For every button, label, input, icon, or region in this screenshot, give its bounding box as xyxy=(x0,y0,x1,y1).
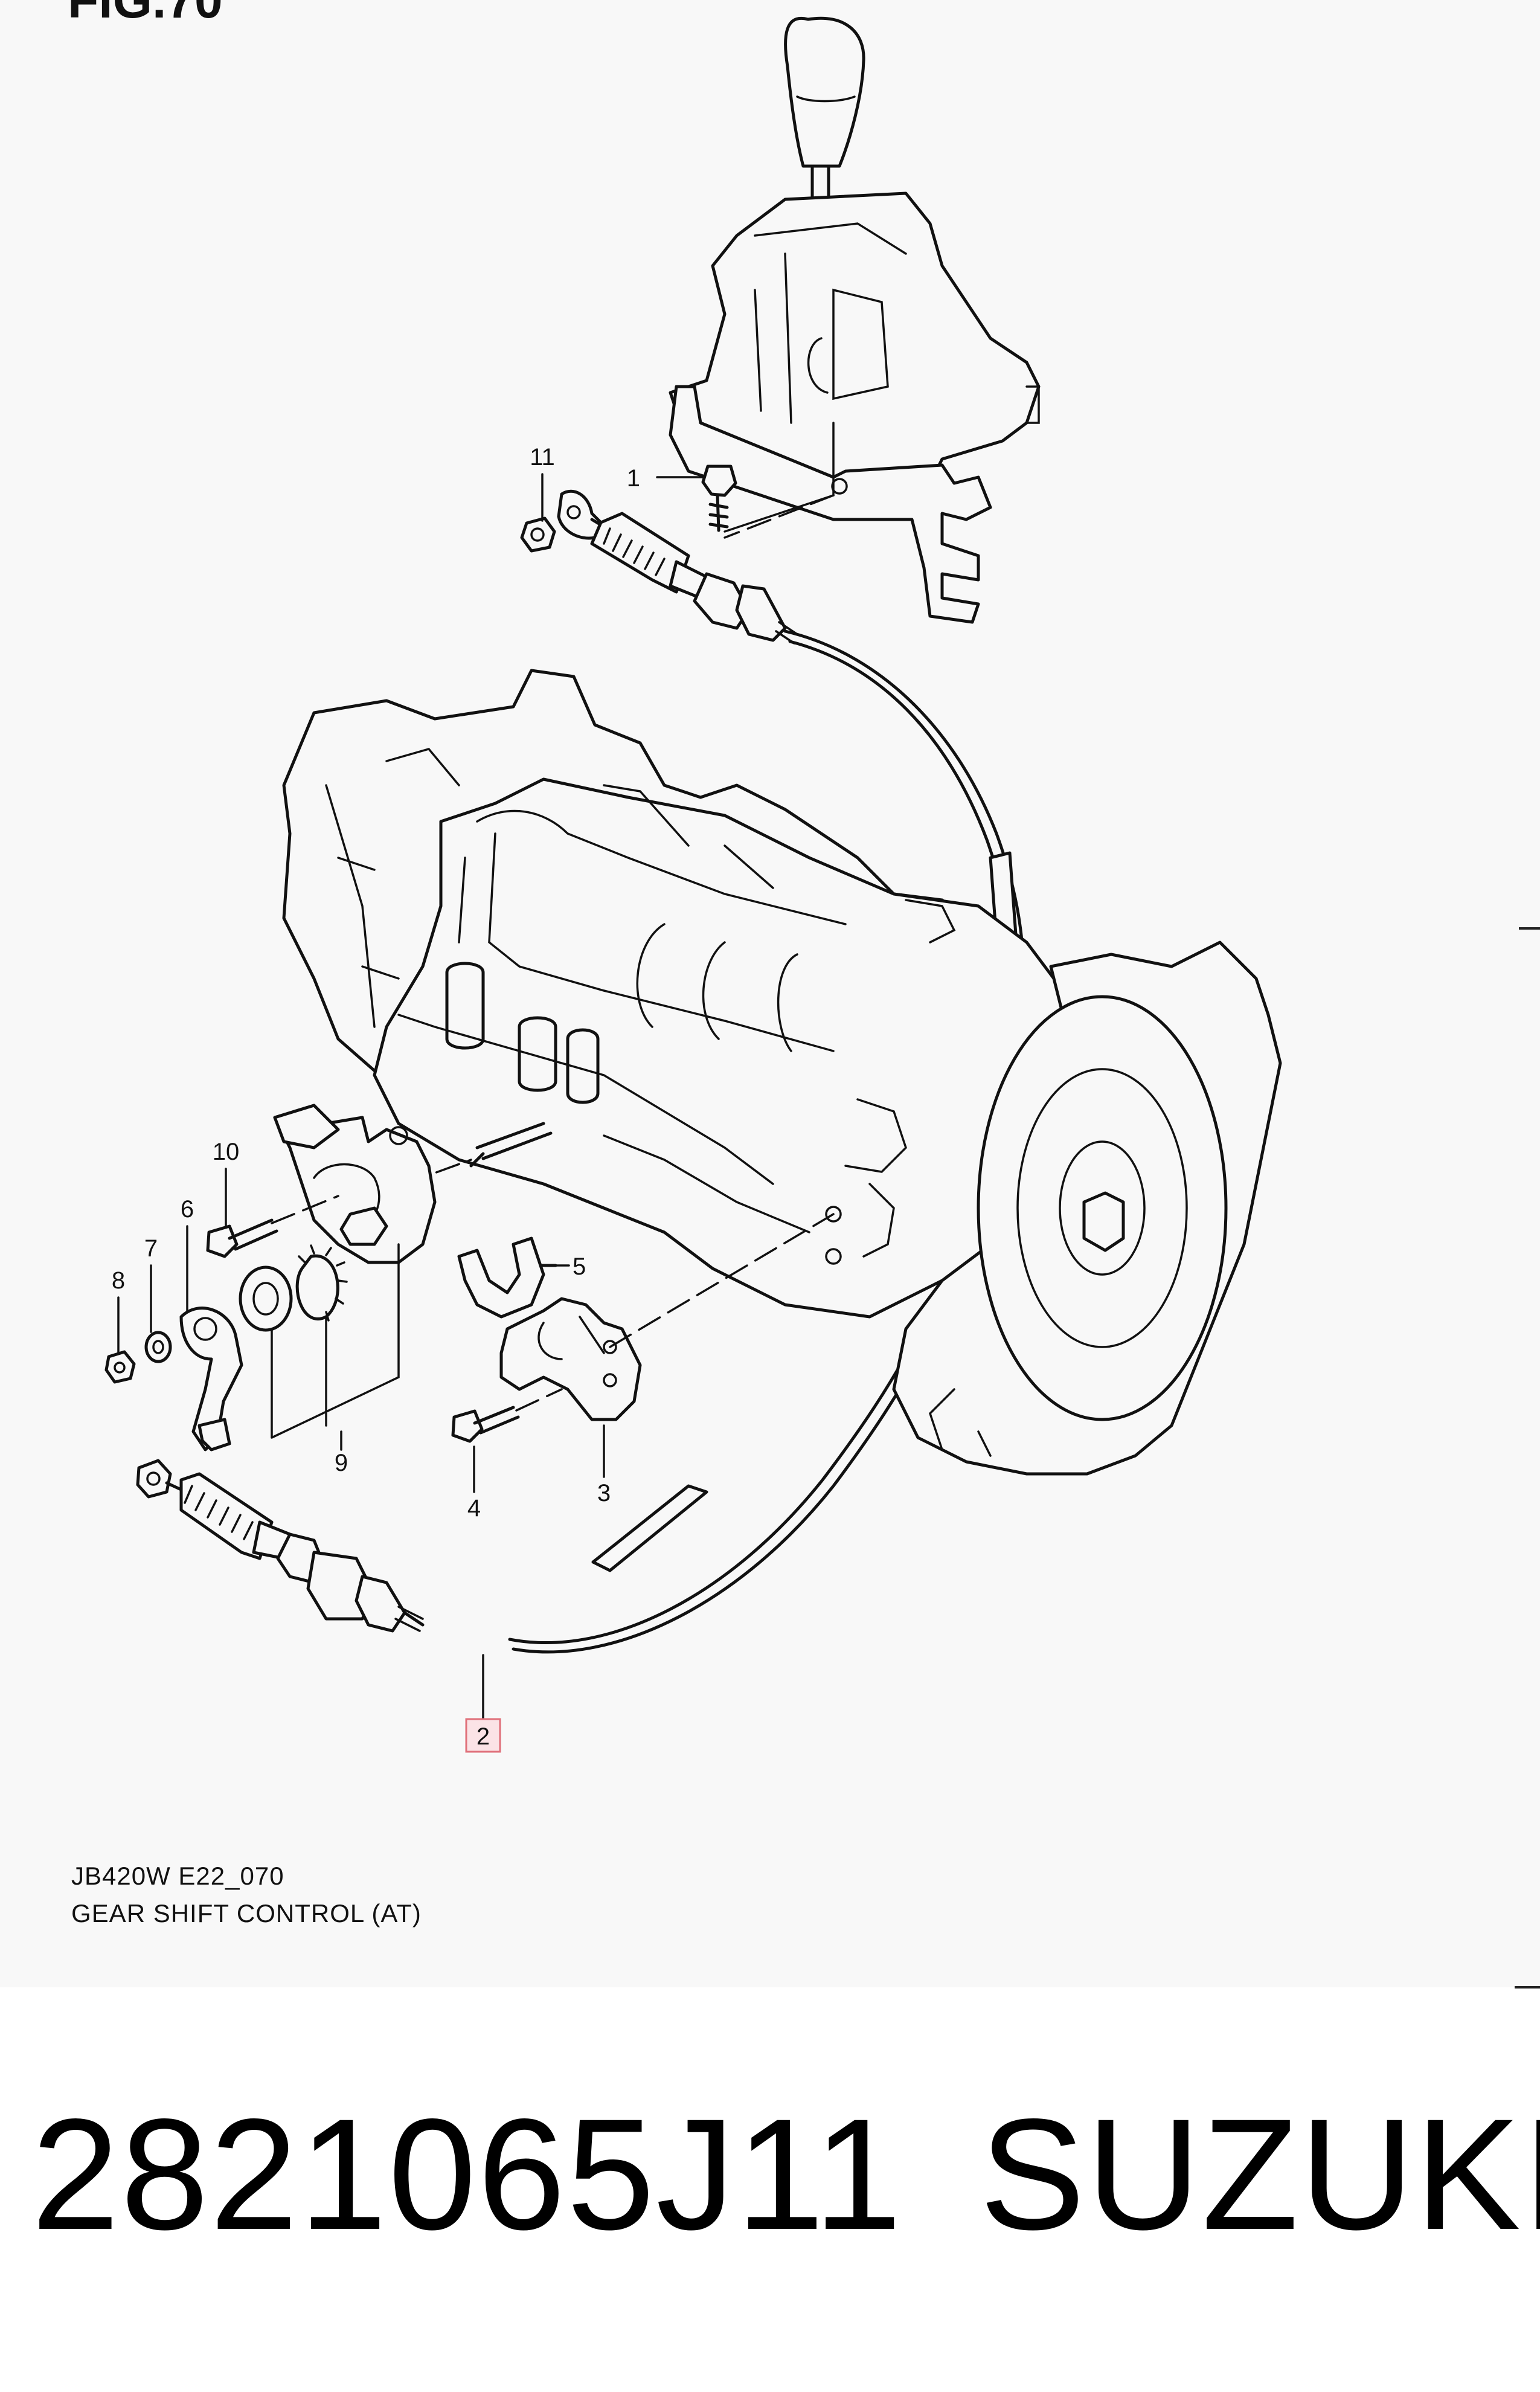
callout-1: 1 xyxy=(627,465,640,492)
selector-parts xyxy=(104,1104,437,1452)
diagram-code: JB420W E22_070 xyxy=(71,1862,284,1890)
cable-bracket-parts xyxy=(451,1213,835,1443)
diagram-panel: FIG.70 xyxy=(68,0,1540,1927)
edge-mark xyxy=(1519,927,1540,930)
callout-10: 10 xyxy=(213,1139,240,1165)
lower-cable-end xyxy=(136,1459,425,1633)
callout-5: 5 xyxy=(573,1253,586,1280)
part-number: 2821065J11 xyxy=(31,2086,903,2263)
callout-7: 7 xyxy=(144,1235,158,1262)
callout-2: 2 xyxy=(476,1723,490,1750)
transmission-body xyxy=(282,669,1282,1476)
callout-6: 6 xyxy=(181,1196,194,1223)
edge-mark xyxy=(1515,1986,1540,1989)
callout-3: 3 xyxy=(597,1480,611,1506)
upper-cable-end xyxy=(520,465,798,645)
callout-11: 11 xyxy=(530,444,555,471)
callout-labels: 1 11 5 10 6 7 8 9 4 3 2 xyxy=(112,444,640,1753)
callout-leaders xyxy=(117,473,705,1720)
callout-8: 8 xyxy=(112,1267,125,1294)
diagram-title: GEAR SHIFT CONTROL (AT) xyxy=(71,1899,422,1927)
callout-2-highlight xyxy=(465,1718,501,1753)
brand-name: SUZUKI xyxy=(980,2086,1540,2263)
footer: 2821065J11 SUZUKI xyxy=(0,2072,1540,2289)
callout-9: 9 xyxy=(335,1450,348,1476)
callout-4: 4 xyxy=(467,1495,481,1522)
shift-lever-assembly xyxy=(669,16,1041,624)
figure-label: FIG.70 xyxy=(68,0,223,28)
parts-diagram: 1 11 5 10 6 7 8 9 4 3 2 xyxy=(104,16,1282,1753)
